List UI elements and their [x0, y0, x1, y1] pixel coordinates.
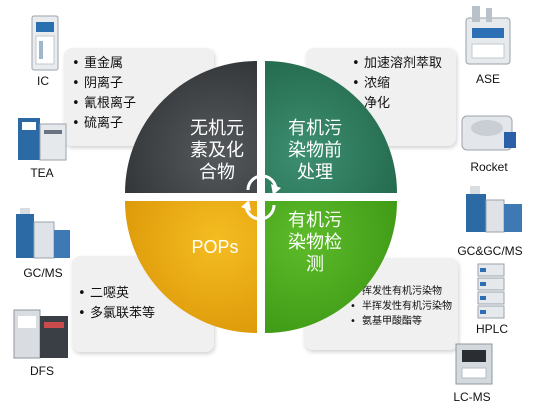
item-dioxins: 二噁英: [76, 284, 214, 304]
gcms-instrument-icon: [16, 208, 70, 259]
label-gc-gcms: GC&GC/MS: [457, 244, 523, 258]
quadrant-top-right: [265, 61, 397, 193]
item-cyanide: 氰根离子: [70, 94, 214, 114]
label-dfs: DFS: [30, 364, 54, 378]
ase-instrument-icon: [465, 6, 511, 65]
quadrant-bottom-left: [125, 201, 257, 333]
label-lc-ms: LC-MS: [453, 390, 491, 404]
label-ase: ASE: [475, 72, 500, 86]
label-hplc: HPLC: [475, 322, 508, 336]
item-ase-extraction: 加速溶剂萃取: [350, 54, 456, 74]
title-line: 素及化: [190, 140, 244, 161]
item-sulfide: 硫离子: [70, 114, 214, 134]
label-rocket: Rocket: [470, 160, 508, 174]
title-line: 无机元: [190, 118, 244, 139]
item-concentration: 浓缩: [350, 74, 456, 94]
tea-instrument-icon: [18, 118, 67, 161]
title-line: 测: [306, 254, 324, 275]
label-ic: IC: [37, 74, 49, 88]
quadrant-title-inorganic: 无机元 素及化 合物: [177, 118, 257, 184]
label-tea: TEA: [30, 166, 54, 180]
item-svocs: 半挥发性有机污染物: [348, 299, 462, 314]
rocket-instrument-icon: [461, 115, 516, 151]
title-line: 合物: [199, 162, 235, 183]
gc-gcms-instrument-icon: [466, 186, 522, 233]
title-line: 有机污: [288, 118, 342, 139]
label-gcms: GC/MS: [23, 266, 63, 280]
quadrant-top-left: [125, 61, 257, 193]
title-line: POPs: [191, 237, 239, 257]
item-pcbs: 多氯联苯等: [76, 304, 214, 324]
item-heavy-metals: 重金属: [70, 54, 214, 74]
title-line: 染物前: [288, 140, 342, 161]
quadrant-bottom-right: [265, 201, 397, 333]
hplc-instrument-icon: [477, 263, 505, 319]
title-line: 有机污: [288, 210, 342, 231]
box-bottom-left: 二噁英 多氯联苯等: [72, 256, 214, 352]
title-line: 处理: [297, 162, 333, 183]
cycle-arrows-icon: [241, 174, 281, 221]
quadrant-title-pops: POPs: [175, 236, 255, 258]
quadrant-title-detection: 有机污 染物检 测: [275, 210, 355, 276]
title-line: 染物检: [288, 232, 342, 253]
lcms-instrument-icon: [455, 343, 493, 385]
ic-instrument-icon: [31, 15, 59, 71]
item-carbamates: 氨基甲酸酯等: [348, 314, 458, 329]
item-anions: 阴离子: [70, 74, 214, 94]
dfs-instrument-icon: [13, 309, 68, 359]
quadrant-title-pretreatment: 有机污 染物前 处理: [275, 118, 355, 184]
